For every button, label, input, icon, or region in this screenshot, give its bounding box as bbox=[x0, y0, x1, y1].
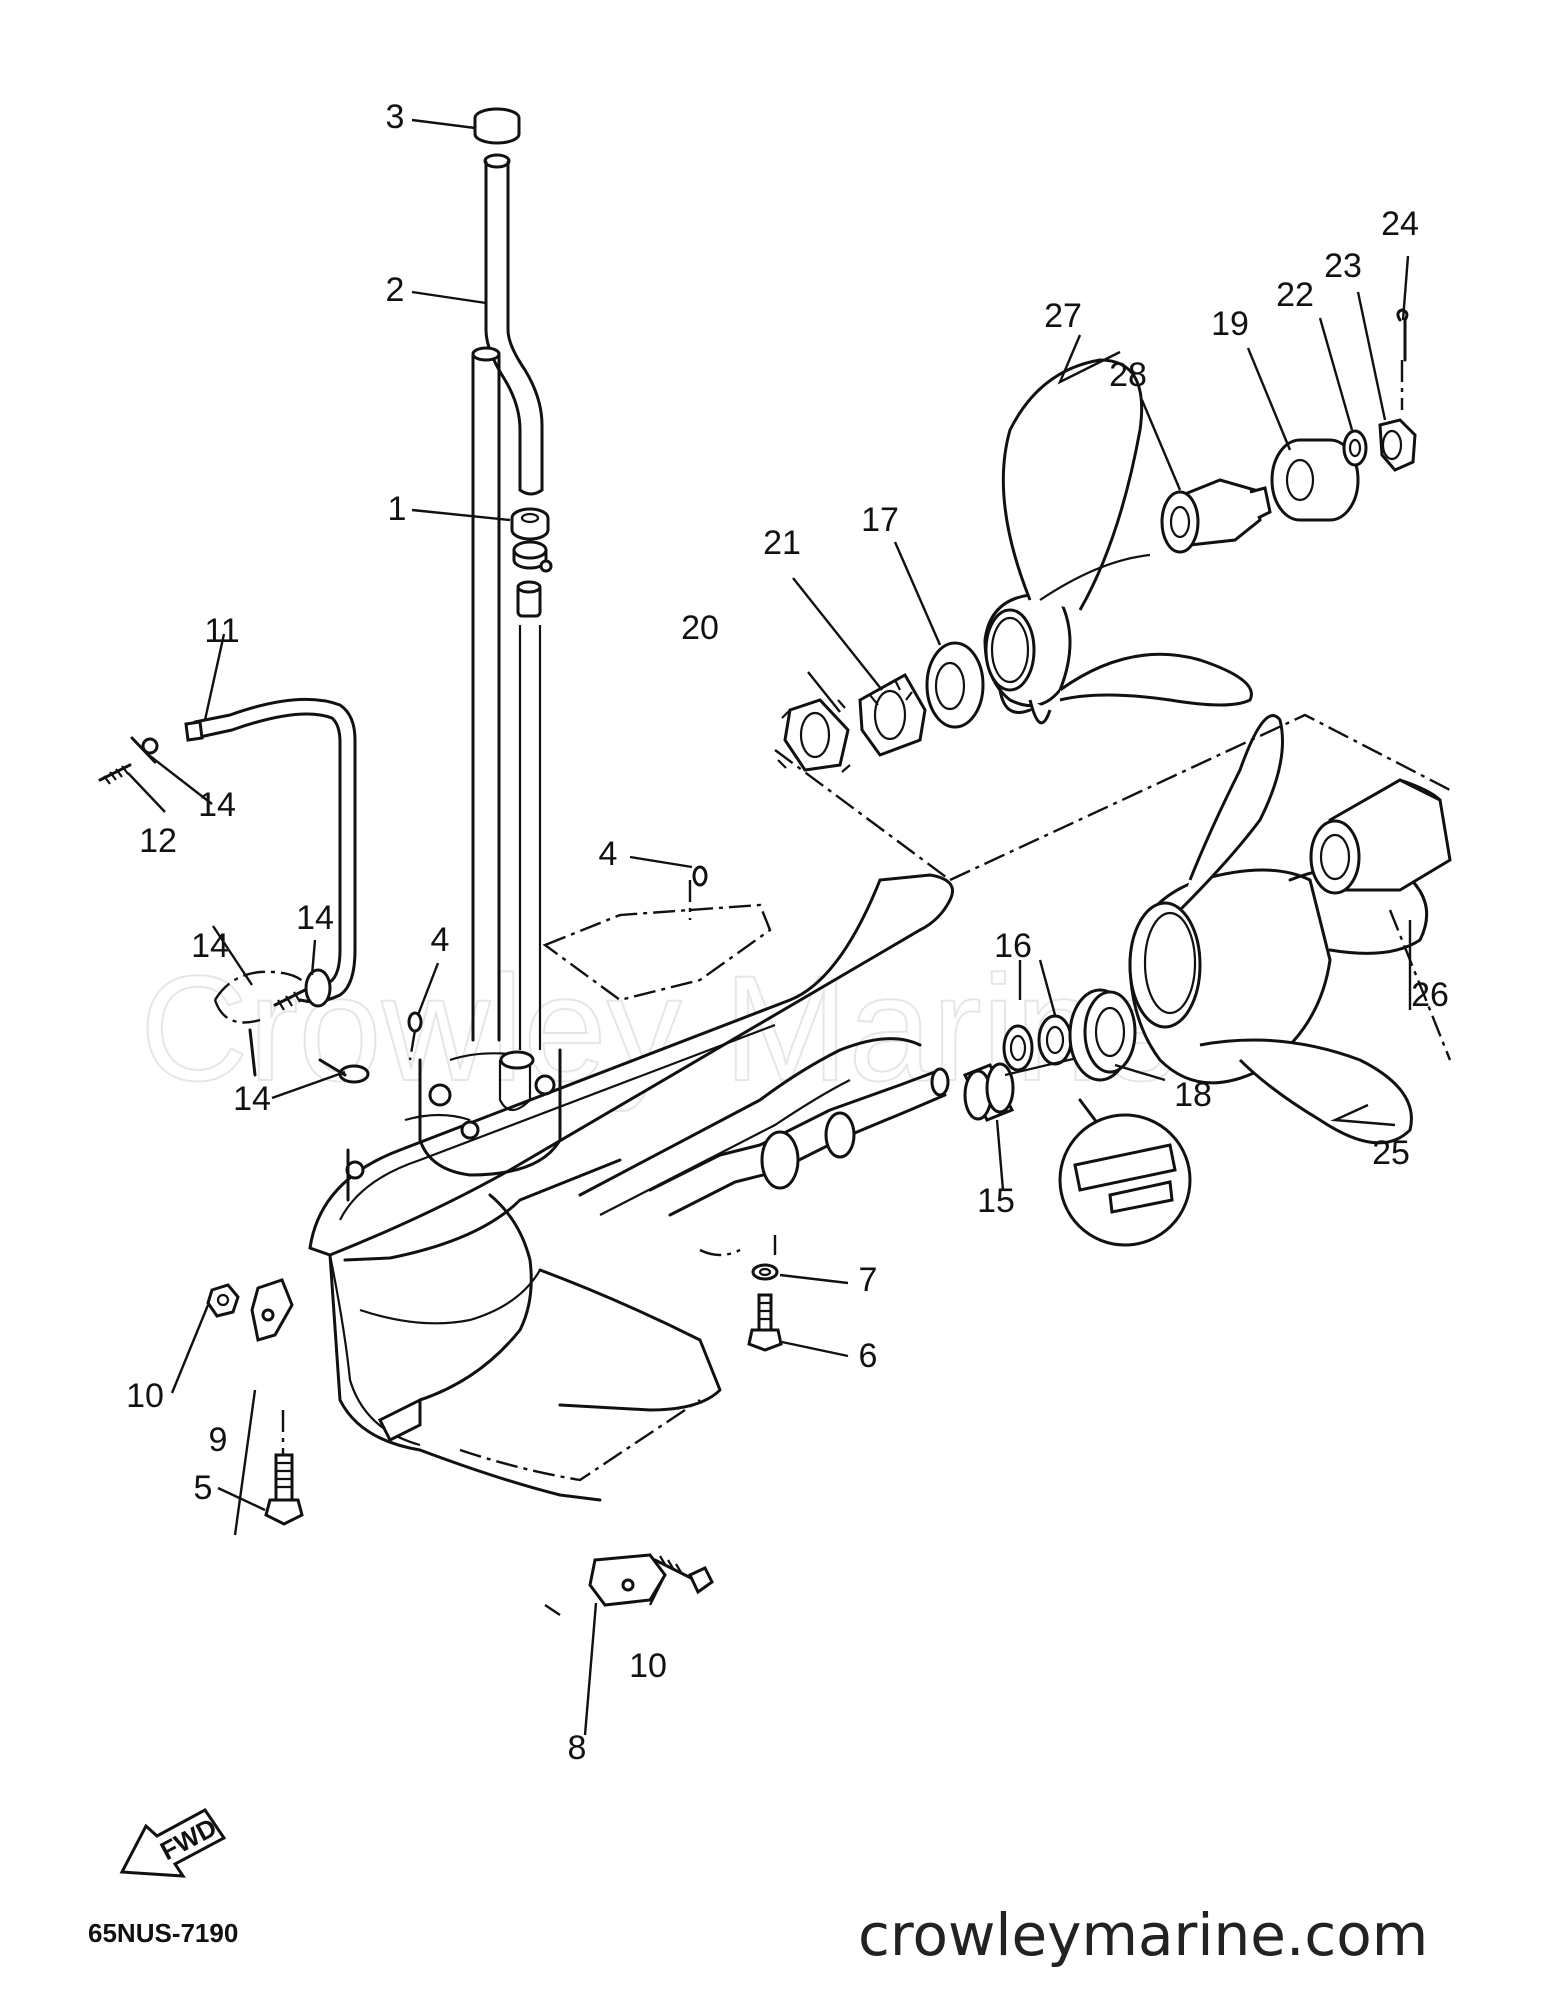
gearcase-housing bbox=[308, 865, 954, 1257]
gearcase-lower bbox=[328, 1037, 922, 1502]
propeller-part-25 bbox=[1128, 714, 1429, 1145]
part-label: 19 bbox=[1211, 305, 1249, 343]
part-label: 4 bbox=[431, 921, 450, 959]
washer-part-22 bbox=[1342, 429, 1368, 467]
part-label: 14 bbox=[296, 899, 334, 937]
part-label: 18 bbox=[1174, 1076, 1212, 1114]
castle-nut-part-23 bbox=[1378, 418, 1417, 472]
hub-part-28 bbox=[1160, 478, 1272, 554]
part-label: 7 bbox=[859, 1261, 878, 1299]
bolt-part-5 bbox=[264, 1410, 304, 1526]
propeller-shaft bbox=[648, 1067, 950, 1257]
thrust-washer-part-17 bbox=[925, 641, 985, 729]
part-label: 21 bbox=[763, 524, 801, 562]
spacer-part-26 bbox=[1309, 778, 1452, 895]
part-label: 24 bbox=[1381, 205, 1419, 243]
oil-seals-part-16 bbox=[1002, 1014, 1091, 1077]
part-label: 25 bbox=[1372, 1134, 1410, 1172]
nut-part-21 bbox=[858, 672, 927, 757]
diagram-code: 65NUS-7190 bbox=[88, 1918, 238, 1948]
part-label: 26 bbox=[1411, 976, 1449, 1014]
thrust-washer-part-18 bbox=[1068, 988, 1137, 1082]
part-label: 12 bbox=[139, 822, 177, 860]
part-label: 16 bbox=[994, 927, 1032, 965]
part-label: 1 bbox=[388, 490, 407, 528]
bolt-part-6 bbox=[747, 1293, 783, 1352]
part-label: 23 bbox=[1324, 247, 1362, 285]
grommet-part-1 bbox=[510, 507, 553, 618]
part-label: 8 bbox=[568, 1729, 587, 1767]
water-hose-assembly bbox=[98, 697, 370, 1084]
assembly-dash-lines bbox=[774, 713, 1452, 1061]
fwd-arrow-icon bbox=[119, 1808, 227, 1878]
part-label: 4 bbox=[599, 835, 618, 873]
nut-part-11 bbox=[206, 1283, 240, 1318]
anode-part-9 bbox=[250, 1278, 294, 1342]
seal-detail-inset bbox=[1058, 1098, 1192, 1247]
anode-part-8 bbox=[544, 1553, 667, 1616]
cotter-pin-part-24 bbox=[1396, 308, 1409, 410]
needle-bearing-part-15 bbox=[962, 1062, 1015, 1122]
drawing-linework bbox=[98, 107, 1452, 1878]
part-label: 27 bbox=[1044, 297, 1082, 335]
part-label: 10 bbox=[629, 1647, 667, 1685]
part-label: 14 bbox=[191, 927, 229, 965]
part-number-labels: 3 2 1 4 4 11 12 14 14 14 14 10 9 5 7 6 8… bbox=[126, 98, 1449, 1767]
part-label: 20 bbox=[681, 609, 719, 647]
spacer-part-19 bbox=[1270, 438, 1360, 522]
part-label: 6 bbox=[859, 1337, 878, 1375]
part-label: 14 bbox=[198, 786, 236, 824]
part-label: 17 bbox=[861, 501, 899, 539]
washer-part-7 bbox=[751, 1263, 779, 1281]
part-label: 14 bbox=[233, 1080, 271, 1118]
grommet-part-3 bbox=[473, 107, 521, 145]
propeller-part-27 bbox=[983, 358, 1253, 725]
part-label: 11 bbox=[204, 612, 239, 650]
part-label: 10 bbox=[126, 1377, 164, 1415]
driveshaft-tube bbox=[471, 346, 542, 1050]
leader-lines bbox=[127, 118, 1412, 1736]
part-label: 5 bbox=[194, 1469, 213, 1507]
part-label: 9 bbox=[209, 1421, 228, 1459]
part-label: 2 bbox=[386, 271, 405, 309]
part-label: 28 bbox=[1109, 356, 1147, 394]
part-label: 3 bbox=[386, 98, 405, 136]
water-tube-part-2 bbox=[483, 153, 544, 496]
bolt-part-10 bbox=[653, 1555, 714, 1595]
tab-washer-part-20 bbox=[777, 698, 851, 773]
website-text: crowleymarine.com bbox=[858, 1901, 1428, 1969]
part-label: 22 bbox=[1276, 276, 1314, 314]
part-label: 15 bbox=[977, 1182, 1015, 1220]
